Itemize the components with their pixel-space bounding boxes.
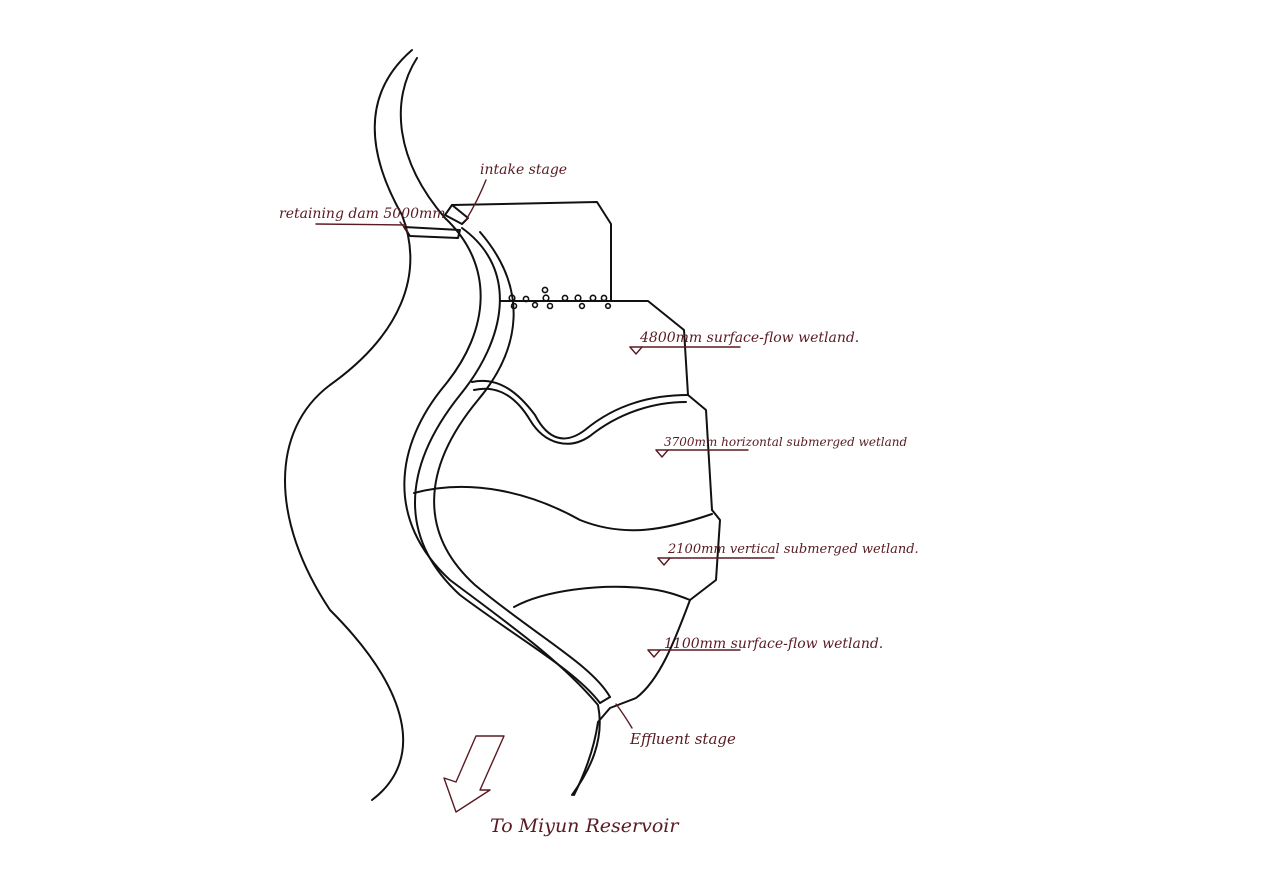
wetland-3-level-marker <box>657 557 671 566</box>
bubble <box>561 294 569 302</box>
wetland-4-level-marker <box>647 649 661 658</box>
channel-inner-wall <box>433 231 611 698</box>
river <box>284 49 601 801</box>
wetland-2-level-marker <box>655 449 669 458</box>
channel-outer-wall <box>414 227 601 704</box>
divider-2 <box>413 485 713 532</box>
divider-1a <box>471 379 689 440</box>
diversion-channel <box>414 227 611 704</box>
outflow-arrow-icon <box>443 735 505 813</box>
effluent-stage-label: Effluent stage <box>629 730 736 748</box>
bubble <box>600 294 608 302</box>
intake-channel-top <box>451 201 612 302</box>
wetland-1-level-marker <box>629 346 643 355</box>
divider-1b <box>473 387 687 445</box>
retaining-dam <box>403 226 461 239</box>
bubble <box>510 302 518 310</box>
wetland-right-edge-2 <box>687 394 713 511</box>
retaining-dam-label: retaining dam 5000mm <box>279 206 446 222</box>
bubble <box>546 302 554 310</box>
bubble <box>604 302 612 310</box>
channel-end-cap <box>599 696 611 704</box>
river-right-bank <box>399 57 601 796</box>
bubble <box>574 294 582 302</box>
bubble <box>531 301 539 309</box>
destination-label: To Miyun Reservoir <box>490 815 680 837</box>
wetland-right-edge-3 <box>689 509 721 601</box>
effluent-stage-leader <box>615 703 633 729</box>
retaining-dam-leader <box>399 221 409 233</box>
bubble <box>578 302 586 310</box>
wetland-top-edge <box>499 300 689 396</box>
bubble <box>541 286 549 294</box>
annotations: intake stage retaining dam 5000mm 4800mm… <box>279 162 919 837</box>
wetland-cells <box>413 300 721 796</box>
aeration-bubbles <box>508 286 612 310</box>
divider-3 <box>513 585 691 608</box>
wetland-4-label: 1100mm surface-flow wetland. <box>664 636 883 652</box>
wetland-3-label: 2100mm vertical submerged wetland. <box>667 542 919 557</box>
retaining-dam-underline <box>315 223 407 226</box>
wetland-right-edge-4 <box>573 599 691 796</box>
bubble <box>542 294 550 302</box>
wetland-2-label: 3700mm horizontal submerged wetland <box>664 435 908 449</box>
intake-stage-label: intake stage <box>480 162 567 178</box>
dam-wall <box>403 226 461 239</box>
intake-stage-leader <box>465 179 487 221</box>
wetland-1-label: 4800mm surface-flow wetland. <box>639 330 859 346</box>
river-left-bank <box>284 49 413 801</box>
bubble <box>589 294 597 302</box>
